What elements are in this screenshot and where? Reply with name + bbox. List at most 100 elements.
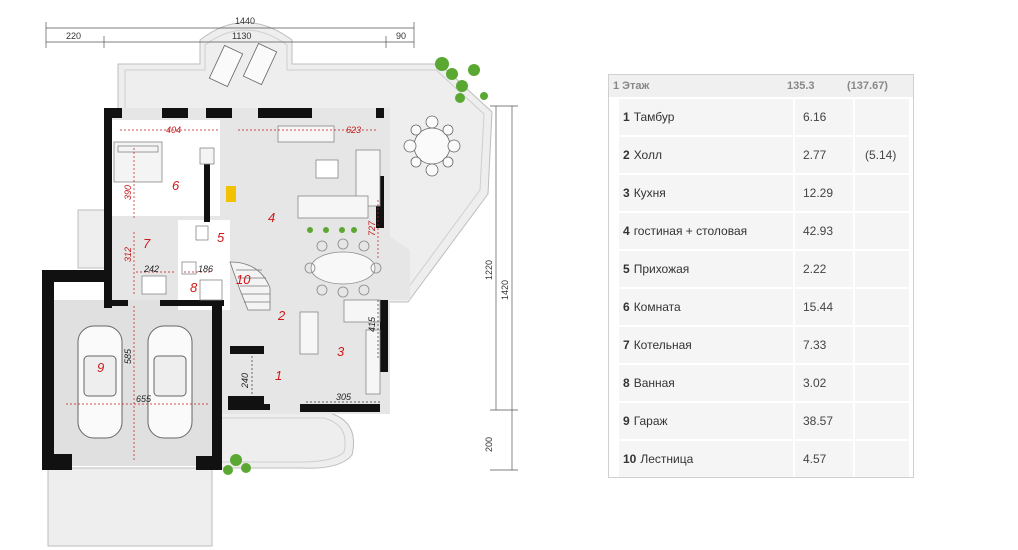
walls (42, 108, 388, 470)
floor-total-area: (137.67) (847, 80, 888, 92)
room-number: 8 (623, 376, 630, 390)
room-number-10: 10 (236, 272, 251, 287)
room-number: 3 (623, 186, 630, 200)
room-number-5: 5 (217, 230, 225, 245)
room-extra-area (855, 327, 909, 363)
room-extra-area (855, 175, 909, 211)
room-extra-area (855, 289, 909, 325)
dim-right-2: 1420 (500, 280, 510, 300)
room-extra-area (855, 403, 909, 439)
dim-655: 655 (136, 394, 152, 404)
room-number: 6 (623, 300, 630, 314)
dim-242: 242 (143, 264, 159, 274)
room-extra-area (855, 441, 909, 477)
room-number: 5 (623, 262, 630, 276)
dim-right-1: 1220 (484, 260, 494, 280)
dim-top-right: 90 (396, 31, 406, 41)
dim-404: 404 (166, 125, 181, 135)
room-area: 12.29 (795, 175, 853, 211)
cars (77, 325, 193, 439)
room-area: 42.93 (795, 213, 853, 249)
room-area: 2.22 (795, 251, 853, 287)
room-area: 3.02 (795, 365, 853, 401)
room-extra-area (855, 99, 909, 135)
room-area: 7.33 (795, 327, 853, 363)
dim-top-left: 220 (66, 31, 81, 41)
room-name: Тамбур (633, 110, 675, 124)
room-number: 1 (623, 110, 630, 124)
room-name: Ванная (633, 376, 675, 390)
terrace (47, 22, 493, 547)
room-number-4: 4 (268, 210, 275, 225)
room-name: Лестница (640, 452, 694, 466)
room-number-3: 3 (337, 344, 345, 359)
room-area: 2.77 (795, 137, 853, 173)
table-header: 1 Этаж 135.3 (137.67) (609, 75, 913, 97)
room-name: Гараж (633, 414, 668, 428)
room-number: 9 (623, 414, 630, 428)
room-number-7: 7 (143, 236, 151, 251)
room-number-8: 8 (190, 280, 198, 295)
plant-icon (223, 57, 488, 475)
stairs (229, 261, 271, 311)
dim-top-total: 1440 (235, 16, 255, 26)
dim-727: 727 (367, 220, 377, 236)
room-area: 4.57 (795, 441, 853, 477)
room-number: 7 (623, 338, 630, 352)
room-name: Комната (633, 300, 681, 314)
room-number: 2 (623, 148, 630, 162)
room-number: 10 (623, 452, 637, 466)
dim-415: 415 (367, 316, 377, 332)
room-name: гостиная + столовая (633, 224, 748, 238)
dim-312: 312 (123, 247, 133, 262)
dimension-lines (45, 22, 518, 471)
dim-right-3: 200 (484, 437, 494, 452)
dim-240: 240 (240, 373, 250, 389)
room-area: 15.44 (795, 289, 853, 325)
floor-area: 135.3 (787, 80, 815, 92)
dim-186: 186 (198, 264, 213, 274)
dim-390: 390 (123, 185, 133, 200)
dim-top-mid: 1130 (232, 31, 251, 41)
room-extra-area (855, 365, 909, 401)
room-extra-area (855, 251, 909, 287)
room-area: 38.57 (795, 403, 853, 439)
dim-623: 623 (346, 125, 361, 135)
room-name: Кухня (633, 186, 666, 200)
room-number-9: 9 (97, 360, 104, 375)
room-extra-area (855, 213, 909, 249)
room-extra-area: (5.14) (855, 137, 909, 173)
room-number-2: 2 (277, 308, 286, 323)
floor-plan: 1440 220 1130 90 1220 1420 200 404 623 3… (42, 16, 518, 547)
room-number: 4 (623, 224, 630, 238)
floor-label: 1 Этаж (613, 80, 650, 92)
room-number-1: 1 (275, 368, 282, 383)
room-numbers: 1 2 3 4 5 6 7 8 9 10 (97, 178, 345, 383)
room-name: Прихожая (633, 262, 690, 276)
room-name: Котельная (633, 338, 692, 352)
dim-585: 585 (123, 348, 133, 364)
dim-305: 305 (336, 392, 352, 402)
terrace-furniture (208, 42, 461, 177)
room-number-6: 6 (172, 178, 180, 193)
room-name: Холл (633, 148, 662, 162)
